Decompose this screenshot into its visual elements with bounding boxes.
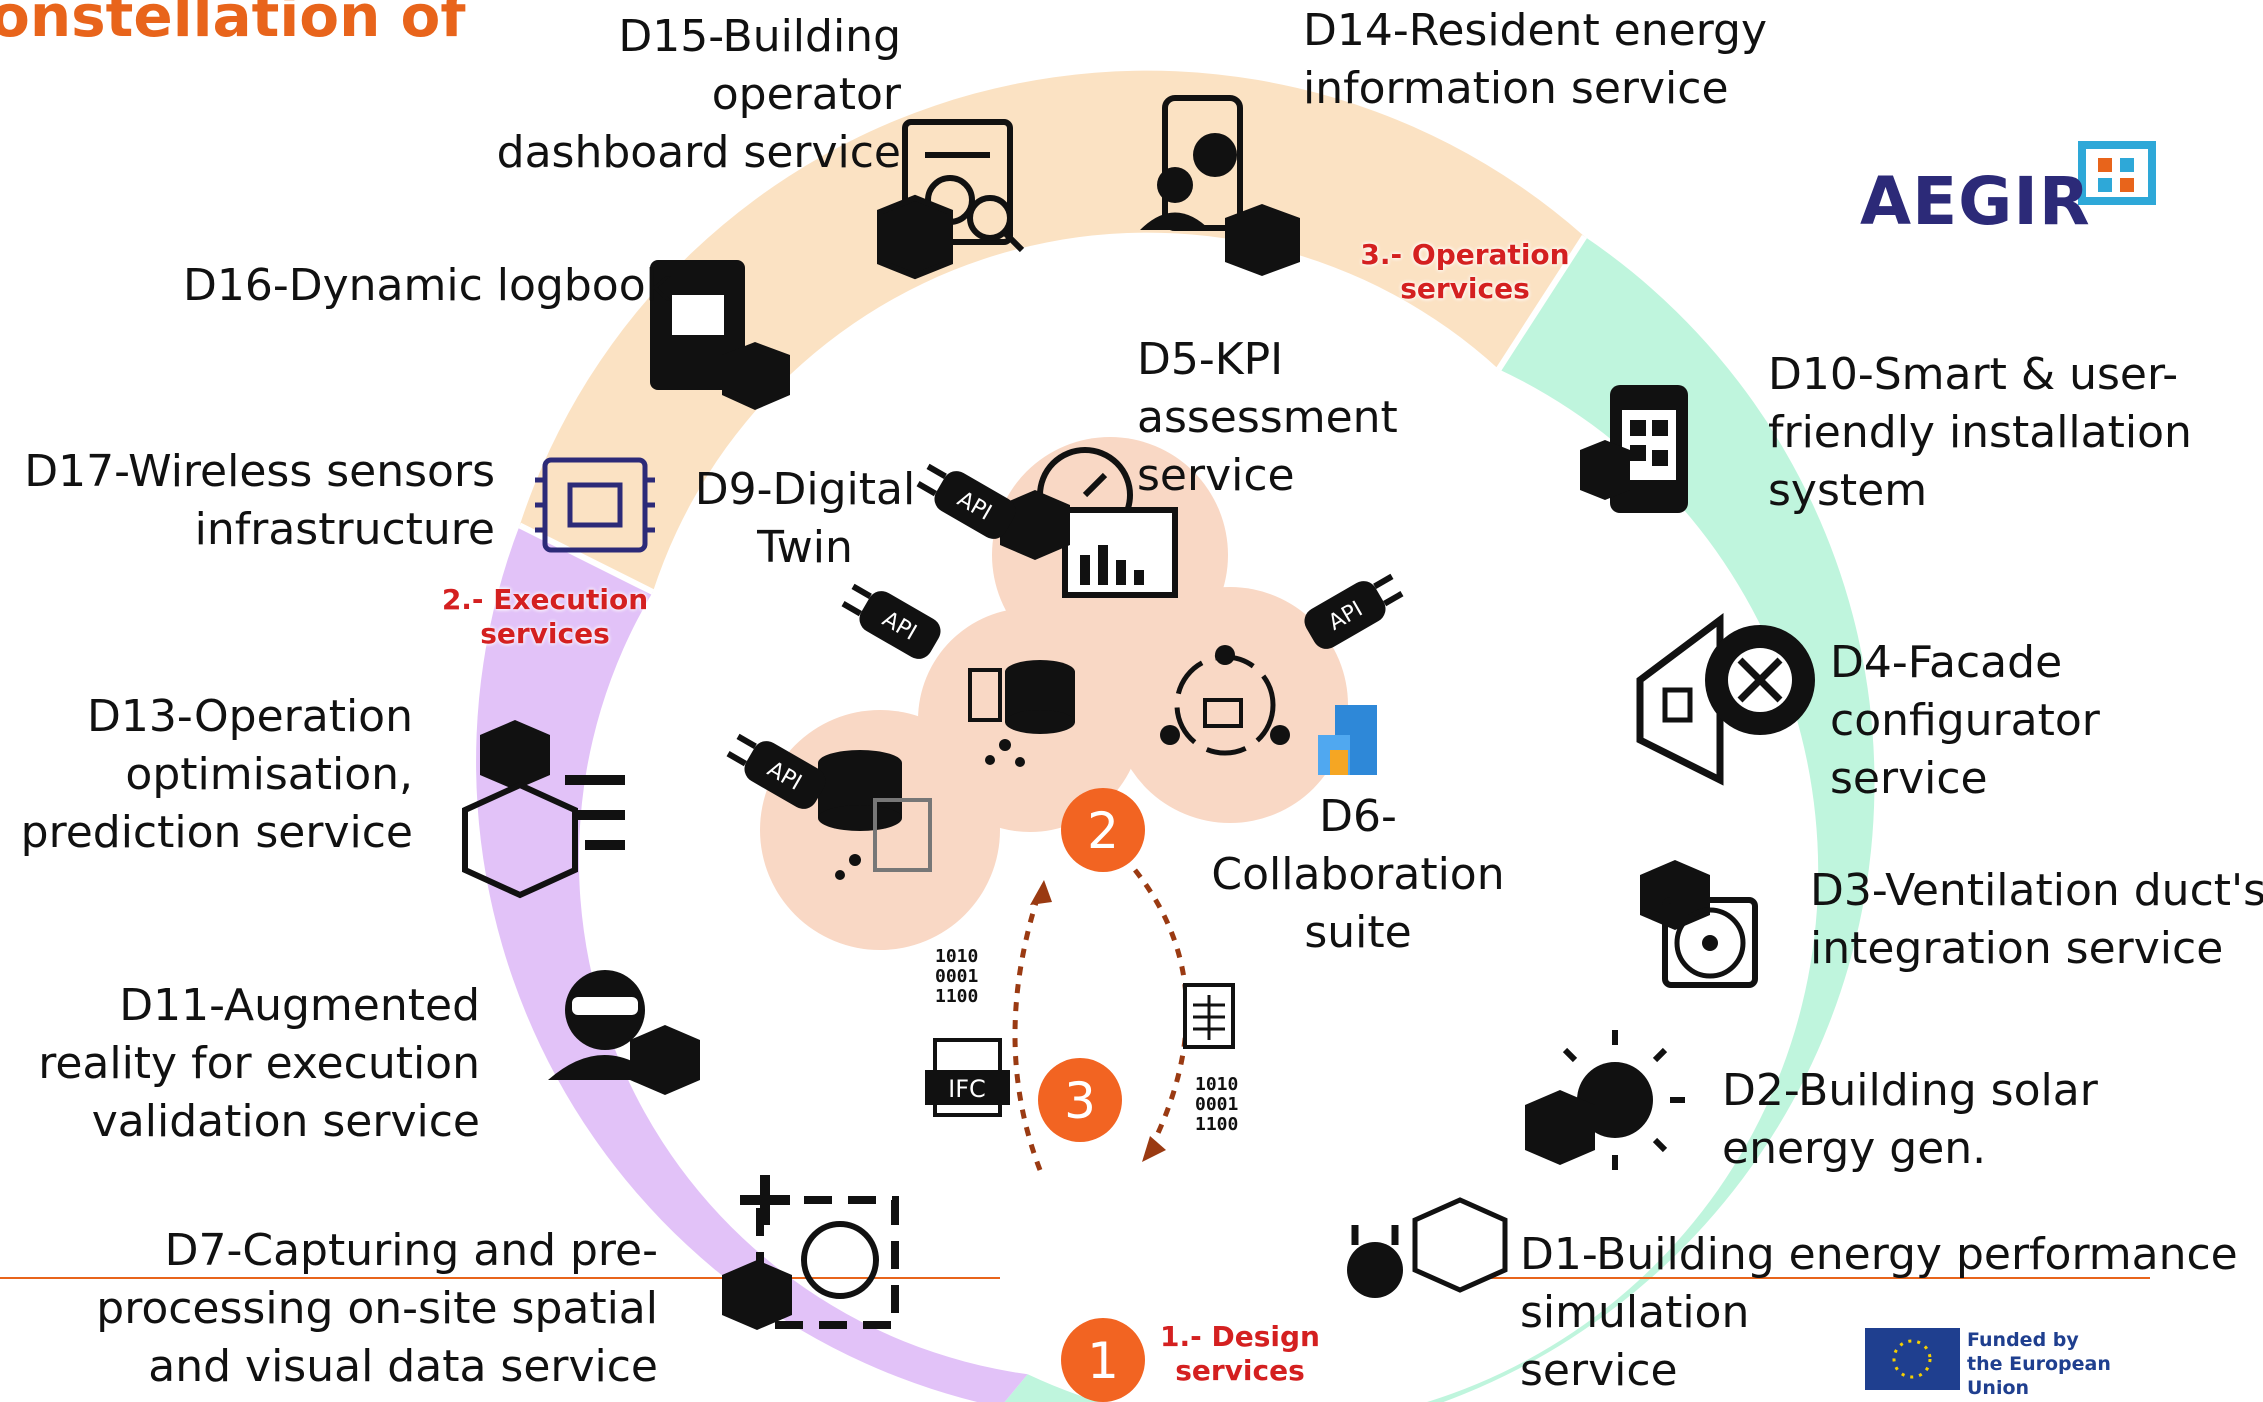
operation-band [519, 70, 1585, 592]
spreadsheet-file-icon [1183, 983, 1235, 1049]
phase-label-design: 1.- Design services [1160, 1320, 1320, 1387]
resident-phone-icon [1140, 95, 1300, 276]
binary-data-icon: 1010 0001 1100 [1195, 1074, 1238, 1135]
cycle-arrow-down [1133, 868, 1190, 1152]
cycle-number-2 [1061, 788, 1145, 872]
service-label-d14: D14-Resident energy information service [1303, 5, 1767, 114]
service-label-d10: D10-Smart & user- friendly installation … [1768, 349, 2192, 516]
svg-text:1: 1 [1087, 1332, 1119, 1390]
api-plug-icon: API [726, 733, 826, 809]
dashboard-icon [877, 119, 1025, 280]
svg-text:1010: 1010 [935, 946, 978, 967]
binary-data-icon: 1010 0001 1100 [935, 946, 978, 1007]
svg-text:2: 2 [1087, 802, 1119, 860]
eu-funding-note: Funded by the European Union [1967, 1329, 2111, 1399]
ifc-file-icon: IFC [925, 1038, 1010, 1117]
svg-text:1100: 1100 [935, 986, 978, 1007]
service-label-d15: D15-Building operator dashboard service [496, 11, 901, 178]
eu-flag-icon [1865, 1328, 1960, 1390]
aegir-logo-mark [2078, 141, 2156, 205]
svg-text:0001: 0001 [935, 966, 978, 987]
page-title: onstellation of [0, 0, 466, 50]
svg-text:3: 3 [1064, 1072, 1096, 1130]
service-label-d17: D17-Wireless sensors infrastructure [24, 446, 495, 555]
svg-text:0001: 0001 [1195, 1094, 1238, 1115]
kpi-gauge-icon [1000, 447, 1178, 598]
service-label-d13: D13-Operation optimisation, prediction s… [20, 691, 413, 858]
service-label-d1: D1-Building energy performance simulatio… [1520, 1229, 2238, 1396]
api-plug-icon: API [1304, 573, 1404, 649]
execution-band [476, 525, 1028, 1402]
collaboration-suite-logo [1318, 705, 1377, 775]
svg-text:IFC: IFC [948, 1075, 986, 1103]
ventilation-fan-icon [1640, 860, 1758, 988]
svg-text:1100: 1100 [1195, 1114, 1238, 1135]
logbook-icon [650, 260, 790, 410]
collaboration-cycle-icon [1160, 645, 1290, 756]
aegir-logo: AEGIR [1860, 163, 2091, 240]
solar-sun-icon [1525, 1030, 1685, 1170]
energy-plug-icon [1347, 1197, 1508, 1298]
service-label-d16: D16-Dynamic logbook [183, 260, 672, 311]
facade-gear-icon [1636, 613, 1815, 786]
service-label-d3: D3-Ventilation duct's integration servic… [1810, 865, 2263, 974]
qr-phone-icon [1580, 385, 1688, 513]
service-label-d5: D5-KPI assessment service [1137, 334, 1398, 501]
cycle-number-1 [1061, 1318, 1145, 1402]
service-label-d9: D9-Digital Twin [694, 464, 916, 573]
optimisation-icon [462, 720, 625, 899]
service-label-d2: D2-Building solar energy gen. [1722, 1065, 2098, 1174]
service-label-d6: D6- Collaboration suite [1211, 791, 1505, 958]
cycle-number-3 [1038, 1058, 1122, 1142]
phase-label-execution: 2.- Execution services [441, 583, 649, 650]
service-label-d7: D7-Capturing and pre- processing on-site… [96, 1225, 658, 1392]
capture-globe-icon [722, 1175, 899, 1330]
collab-blob [1112, 587, 1348, 823]
svg-text:1010: 1010 [1195, 1074, 1238, 1095]
phase-label-operation: 3.- Operation services [1360, 238, 1570, 305]
service-label-d11: D11-Augmented reality for execution vali… [38, 980, 480, 1147]
digital-twin-db-icon [968, 660, 1075, 767]
data-hub-icon [818, 750, 932, 880]
service-label-d4: D4-Facade configurator service [1830, 637, 2100, 804]
api-plug-icon: API [916, 463, 1016, 539]
sensor-chip-icon [535, 457, 655, 553]
data-blob [760, 710, 1000, 950]
api-plug-icon: API [841, 583, 941, 659]
ar-headset-icon [548, 970, 700, 1095]
